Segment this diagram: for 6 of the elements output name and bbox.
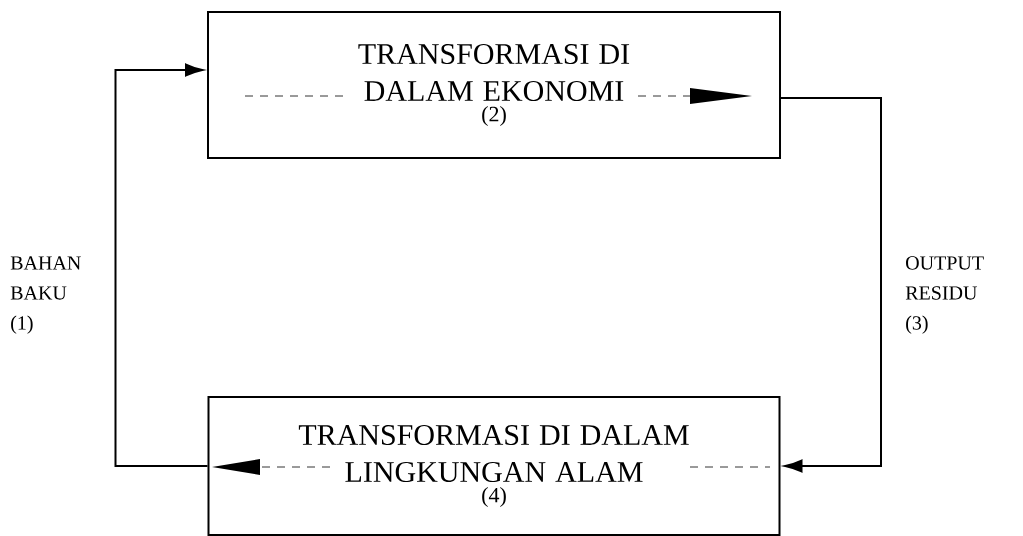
process-box: TRANSFORMASI DI DALAM EKONOMI (2) [207, 11, 781, 159]
process-box: TRANSFORMASI DI DALAM LINGKUNGAN ALAM (4) [207, 396, 781, 536]
connector-arrow [114, 63, 209, 467]
edge-label: BAHAN BAKU (1) [10, 256, 81, 334]
connector-arrow [780, 97, 882, 473]
edge-label: OUTPUT RESIDU (3) [905, 256, 984, 334]
